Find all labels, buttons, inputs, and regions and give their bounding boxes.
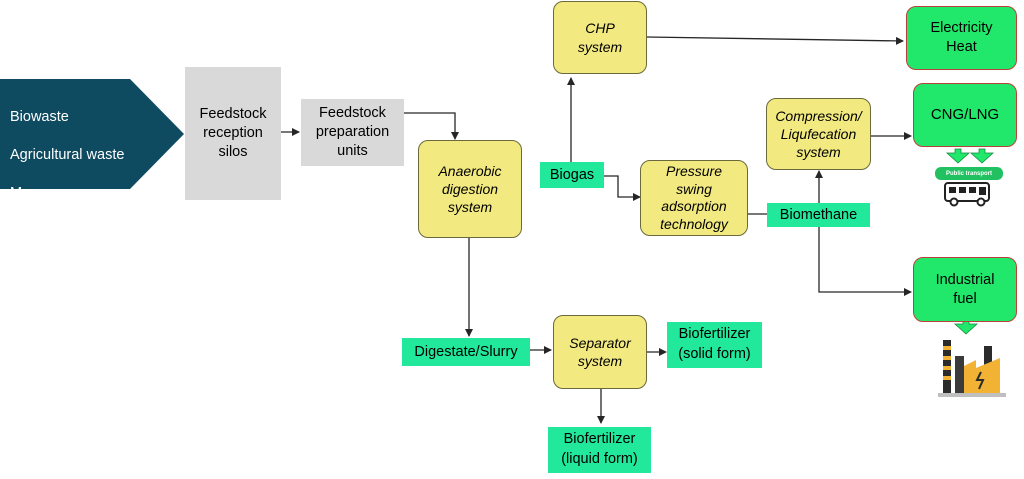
pressure-swing-adsorption-box: Pressure swing adsorption technology: [640, 160, 748, 236]
source-chevron-shape: [0, 79, 184, 189]
biomethane-label: Biomethane: [767, 203, 870, 227]
separator-system-box: Separator system: [553, 315, 647, 389]
source-item: Agricultural waste: [10, 147, 125, 163]
factory-icon: [938, 319, 1006, 397]
digestate-slurry-label: Digestate/Slurry: [402, 338, 530, 366]
arrow-chp-to-electricity: [646, 36, 904, 45]
chp-system-box: CHP system: [553, 1, 647, 74]
source-item: Biowaste: [10, 109, 69, 125]
arrow-biomethane-to-industrial: [818, 226, 912, 296]
source-item: waste: [10, 261, 48, 277]
feedstock-preparation-box: Feedstock preparation units: [301, 99, 404, 166]
biogas-label: Biogas: [540, 162, 604, 188]
feedstock-source-list: Biowaste Agricultural waste Manure Slaug…: [10, 89, 124, 298]
biofertilizer-solid-label: Biofertilizer (solid form): [667, 322, 762, 368]
cng-lng-box: CNG/LNG: [913, 83, 1017, 147]
electricity-heat-box: Electricity Heat: [906, 6, 1017, 70]
feedstock-reception-box: Feedstock reception silos: [185, 67, 281, 200]
compression-liquefaction-box: Compression/ Liqufecation system: [766, 98, 871, 170]
biofertilizer-liquid-label: Biofertilizer (liquid form): [548, 427, 651, 473]
bus-icon: [935, 167, 1003, 207]
arrow-preparation-to-anaerobic: [404, 112, 459, 140]
source-item: Manure: [10, 185, 60, 201]
source-item: Slaughter house: [10, 223, 116, 239]
down-arrow-icon: [945, 148, 995, 164]
industrial-fuel-box: Industrial fuel: [913, 257, 1017, 322]
arrow-biogas-to-psa: [604, 175, 641, 201]
public-transport-banner: Public transport: [945, 170, 992, 177]
anaerobic-digestion-box: Anaerobic digestion system: [418, 140, 522, 238]
